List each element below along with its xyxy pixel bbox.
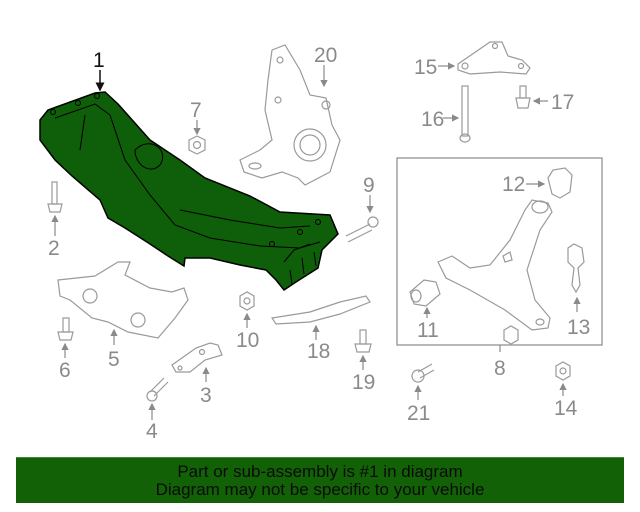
info-banner: Part or sub-assembly is #1 in diagram Di… <box>16 457 624 503</box>
nut-part-7[interactable] <box>188 120 206 155</box>
crossmember-part-1[interactable] <box>39 70 339 292</box>
callout-8[interactable]: 8 <box>494 357 506 380</box>
bolt-part-6[interactable] <box>57 317 74 358</box>
callout-21[interactable]: 21 <box>407 402 431 425</box>
callout-19[interactable]: 19 <box>352 371 376 394</box>
bolt-part-17[interactable] <box>515 85 548 109</box>
callout-12[interactable]: 12 <box>502 173 526 196</box>
callout-7[interactable]: 7 <box>190 99 202 122</box>
parts-diagram: 1 2 3 4 5 6 7 8 9 10 11 12 13 14 15 16 1… <box>39 41 603 443</box>
callout-13[interactable]: 13 <box>567 316 591 339</box>
callout-1[interactable]: 1 <box>93 49 105 72</box>
callout-16[interactable]: 16 <box>421 108 445 131</box>
callout-14[interactable]: 14 <box>554 397 578 420</box>
bolt-part-2[interactable] <box>47 181 63 236</box>
bolt-part-21[interactable] <box>411 363 435 400</box>
ball-joint-part-13[interactable] <box>567 243 585 312</box>
nut-part-10[interactable] <box>239 291 255 328</box>
lower-control-arm[interactable] <box>437 199 553 331</box>
callout-4[interactable]: 4 <box>146 420 158 443</box>
callout-5[interactable]: 5 <box>108 348 120 371</box>
callout-6[interactable]: 6 <box>59 359 71 382</box>
nut-in-assembly[interactable] <box>503 325 519 345</box>
bushing-part-12[interactable] <box>526 167 573 199</box>
nut-part-14[interactable] <box>555 361 571 396</box>
steering-knuckle-part-20[interactable] <box>239 44 341 186</box>
under-cover-part-5[interactable] <box>57 261 189 345</box>
callout-9[interactable]: 9 <box>363 174 375 197</box>
callout-17[interactable]: 17 <box>551 91 575 114</box>
callout-2[interactable]: 2 <box>48 237 60 260</box>
callout-11[interactable]: 11 <box>417 319 439 342</box>
brace-part-18[interactable] <box>270 295 371 340</box>
bushing-part-11[interactable] <box>409 279 441 318</box>
plate-part-15[interactable] <box>438 41 531 75</box>
long-bolt-part-16[interactable] <box>443 85 471 143</box>
callout-18[interactable]: 18 <box>307 340 331 363</box>
bolt-part-9[interactable] <box>345 195 379 243</box>
callout-3[interactable]: 3 <box>200 384 212 407</box>
bracket-part-3[interactable] <box>171 342 223 382</box>
bolt-part-19[interactable] <box>354 329 372 370</box>
callout-20[interactable]: 20 <box>314 44 338 67</box>
callout-15[interactable]: 15 <box>414 56 438 79</box>
banner-line-part-number: Part or sub-assembly is #1 in diagram <box>177 461 463 481</box>
bolt-part-4[interactable] <box>146 377 169 420</box>
banner-line-disclaimer: Diagram may not be specific to your vehi… <box>155 479 485 499</box>
callout-10[interactable]: 10 <box>236 329 260 352</box>
